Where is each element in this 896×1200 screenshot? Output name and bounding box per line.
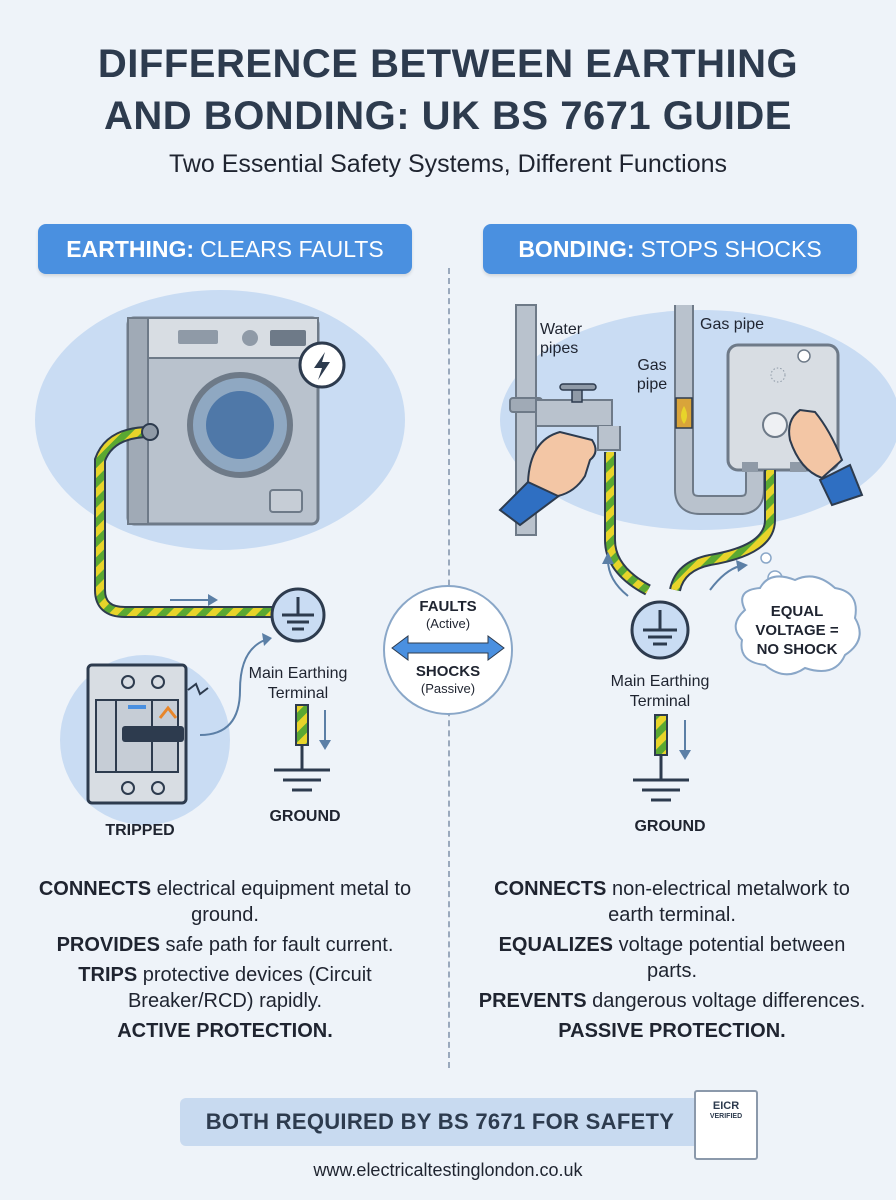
left-hand-icon <box>498 430 597 527</box>
main-terminal-left-line1: Main Earthing <box>248 665 348 682</box>
current-arrow-icon <box>170 594 218 606</box>
main-terminal-right-line2: Terminal <box>629 693 691 710</box>
bubble-line2: VOLTAGE = <box>755 622 839 639</box>
main-terminal-left-line2: Terminal <box>267 685 329 702</box>
fact-text: safe path for fault current. <box>159 934 394 956</box>
center-passive: (Passive) <box>420 681 476 696</box>
eicr-certificate: EICR VERIFIED <box>694 1090 758 1160</box>
down-arrow-icon <box>319 710 331 750</box>
bottom-banner: BOTH REQUIRED BY BS 7671 FOR SAFETY <box>180 1098 700 1146</box>
earthing-fact: TRIPS protective devices (Circuit Breake… <box>25 962 425 1014</box>
center-faults: FAULTS <box>419 598 477 615</box>
earthing-facts: CONNECTS electrical equipment metal to g… <box>25 876 425 1048</box>
fact-bold: ACTIVE PROTECTION. <box>117 1020 333 1042</box>
bonding-fact: CONNECTS non-electrical metalwork to ear… <box>472 876 872 928</box>
main-earthing-terminal-left-icon <box>270 587 326 643</box>
bonding-header: BONDING: STOPS SHOCKS <box>483 224 857 274</box>
bubble-line3: NO SHOCK <box>756 641 838 658</box>
down-arrow-right-icon <box>679 720 691 760</box>
lightning-icon <box>298 341 346 389</box>
bonding-header-bold: BONDING: <box>518 235 635 262</box>
bonding-header-rest: STOPS SHOCKS <box>640 235 822 262</box>
fact-text: electrical equipment metal to ground. <box>151 878 412 926</box>
circuit-breaker-icon <box>86 663 209 805</box>
center-active: (Active) <box>425 616 471 631</box>
earthing-fact: CONNECTS electrical equipment metal to g… <box>25 876 425 928</box>
fact-text: voltage potential between parts. <box>613 934 846 982</box>
fact-text: non-electrical metalwork to earth termin… <box>606 878 850 926</box>
bonding-fact: EQUALIZES voltage potential between part… <box>472 932 872 984</box>
earthing-fact: ACTIVE PROTECTION. <box>25 1018 425 1044</box>
breaker-arrow-icon <box>199 639 266 736</box>
ground-right-label: GROUND <box>634 818 706 835</box>
cert-line1: EICR <box>712 1100 740 1112</box>
ground-right-icon <box>633 755 689 802</box>
fact-bold: PASSIVE PROTECTION. <box>558 1020 786 1042</box>
page-title: DIFFERENCE BETWEEN EARTHING AND BONDING:… <box>0 38 896 142</box>
gas-pipe-label: Gas pipe <box>632 356 672 394</box>
title-line-2: AND BONDING: UK BS 7671 GUIDE <box>104 94 792 138</box>
fact-bold: TRIPS <box>78 964 138 986</box>
main-earthing-terminal-right-icon <box>630 600 690 660</box>
thought-bubble-icon <box>734 552 861 676</box>
fact-bold: CONNECTS <box>38 878 152 900</box>
earthing-header-rest: CLEARS FAULTS <box>200 235 384 262</box>
earthing-header: EARTHING: CLEARS FAULTS <box>38 224 412 274</box>
tripped-label: TRIPPED <box>105 822 175 839</box>
cert-line2: VERIFIED <box>709 1113 743 1120</box>
ground-left-label: GROUND <box>269 808 341 825</box>
tap-icon <box>559 383 597 403</box>
bonding-fact: PREVENTS dangerous voltage differences. <box>472 988 872 1014</box>
fact-text: protective devices (Circuit Breaker/RCD)… <box>127 964 372 1012</box>
gas-pipe-icon <box>674 305 765 515</box>
gas-pipe-line1: Gas <box>637 357 667 374</box>
main-terminal-left-label: Main Earthing Terminal <box>238 664 358 704</box>
gas-pipe-line2: pipe <box>636 376 668 393</box>
fact-bold: PREVENTS <box>478 990 587 1012</box>
bonding-facts: CONNECTS non-electrical metalwork to ear… <box>472 876 872 1048</box>
main-terminal-right-label: Main Earthing Terminal <box>600 672 720 712</box>
water-pipes-label: Water pipes <box>540 320 600 358</box>
footer-url[interactable]: www.electricaltestinglondon.co.uk <box>313 1160 583 1180</box>
gas-pipe-top-label: Gas pipe <box>700 316 765 333</box>
bonding-arrows-icon <box>602 552 748 597</box>
water-pipes-line1: Water <box>540 321 583 338</box>
right-hand-icon <box>788 408 864 507</box>
fact-bold: CONNECTS <box>494 878 607 900</box>
water-pipes-line2: pipes <box>540 340 579 357</box>
earthing-fact: PROVIDES safe path for fault current. <box>25 932 425 958</box>
page-subtitle: Two Essential Safety Systems, Different … <box>168 150 728 178</box>
fact-bold: EQUALIZES <box>498 934 614 956</box>
bonding-fact: PASSIVE PROTECTION. <box>472 1018 872 1044</box>
center-shocks: SHOCKS <box>415 663 481 680</box>
title-line-1: DIFFERENCE BETWEEN EARTHING <box>97 42 799 86</box>
main-terminal-right-line1: Main Earthing <box>610 673 710 690</box>
ground-left-icon <box>274 745 330 792</box>
fact-text: dangerous voltage differences. <box>586 990 866 1012</box>
fact-bold: PROVIDES <box>56 934 160 956</box>
double-arrow-icon <box>391 635 505 661</box>
bubble-text: EQUAL VOLTAGE = NO SHOCK <box>742 602 852 659</box>
earthing-header-bold: EARTHING: <box>66 235 195 262</box>
bubble-line1: EQUAL <box>770 603 824 620</box>
washing-machine-icon <box>126 316 320 526</box>
